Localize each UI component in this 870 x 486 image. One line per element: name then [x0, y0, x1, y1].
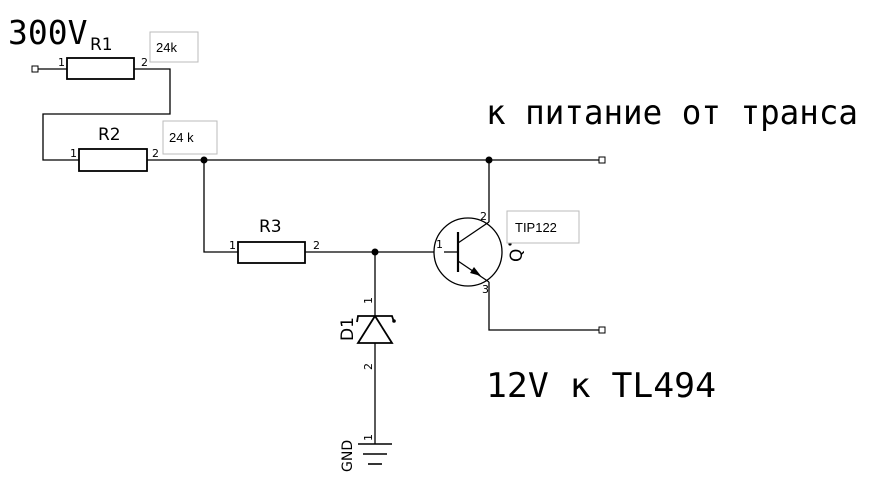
resistor-r2: 1 2 R2 24 k: [70, 120, 218, 172]
zener-diode-d1: 1 2 D1: [338, 297, 396, 370]
junction-node: [485, 156, 493, 164]
input-terminal: [31, 65, 39, 73]
r3-pin2: 2: [313, 239, 320, 252]
r2-pin2: 2: [152, 147, 159, 160]
ground-symbol: 1 GND: [340, 434, 392, 472]
transistor-q: 1 2 3 Q TIP122: [433, 210, 580, 296]
r1-ref: R1: [90, 35, 113, 55]
r1-pin1: 1: [58, 56, 65, 69]
output-bottom-label: 12V к TL494: [486, 366, 716, 406]
r3-ref: R3: [259, 217, 282, 237]
r2-value: 24 k: [169, 130, 194, 145]
gnd-ref: GND: [340, 440, 356, 472]
junction-node: [200, 156, 208, 164]
r3-pin1: 1: [229, 239, 236, 252]
r1-value: 24k: [156, 40, 177, 55]
d1-pin2: 2: [362, 363, 375, 370]
q-ref: Q: [507, 249, 527, 262]
output-terminal-bottom: [598, 326, 606, 334]
gnd-pin1: 1: [362, 434, 375, 441]
junction-node: [371, 248, 379, 256]
r2-pin1: 1: [70, 147, 77, 160]
output-terminal-top: [598, 156, 606, 164]
d1-ref: D1: [338, 317, 358, 341]
junction-nodes: [200, 156, 493, 256]
r1-pin2: 2: [141, 56, 148, 69]
r2-ref: R2: [98, 125, 121, 145]
output-top-label: к питание от транса: [486, 93, 858, 133]
resistor-r3: 1 2 R3: [229, 217, 320, 264]
resistor-r1: 1 2 R1 24k: [58, 31, 199, 80]
q-pin2: 2: [480, 210, 487, 223]
q-value: TIP122: [515, 220, 557, 235]
q-pin1: 1: [436, 238, 443, 251]
d1-pin1: 1: [362, 297, 375, 304]
input-voltage-label: 300V: [8, 13, 87, 52]
q-pin3: 3: [482, 283, 489, 296]
